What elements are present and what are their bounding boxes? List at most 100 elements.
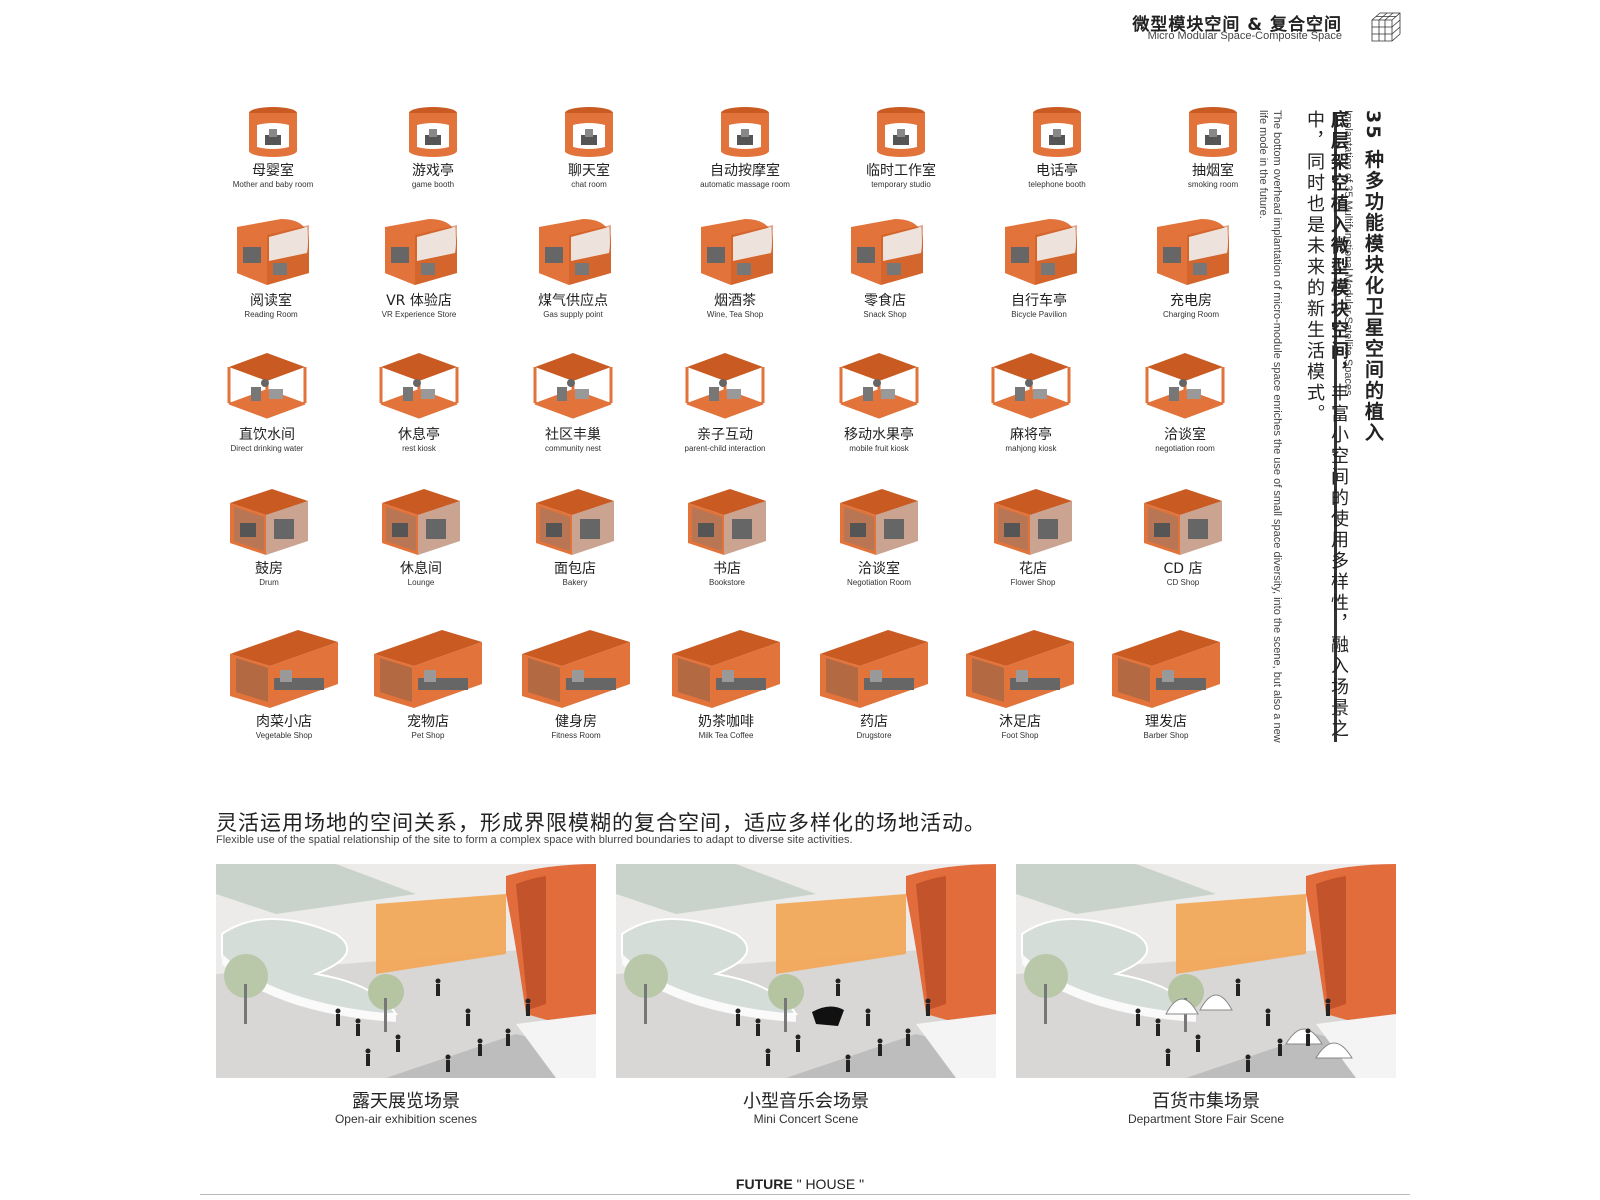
module-label-en: Snack Shop	[863, 310, 907, 319]
module-label-zh: 自动按摩室	[710, 163, 780, 179]
module-label-en: Flower Shop	[1010, 578, 1056, 587]
module-icon	[374, 349, 464, 425]
module-icon	[224, 485, 314, 559]
module-icon	[988, 485, 1078, 559]
scene-caption-en: Department Store Fair Scene	[1127, 1112, 1285, 1126]
module-label-zh: 休息亭	[398, 427, 440, 443]
header-subtitle: Micro Modular Space-Composite Space	[1147, 30, 1342, 42]
scene-caption-zh: 小型音乐会场景	[743, 1091, 869, 1112]
module-icon	[366, 626, 490, 712]
module-label-zh: 奶茶咖啡	[698, 714, 754, 730]
module-label-zh: 健身房	[555, 714, 597, 730]
module-label-en: smoking room	[1187, 180, 1239, 189]
module-icon	[680, 349, 770, 425]
side-title: 35 种多功能模块化卫星空间的植入	[1362, 110, 1384, 444]
scene-illustration	[616, 864, 996, 1078]
footer-divider	[200, 1194, 1410, 1195]
module-label-zh: 洽谈室	[1164, 427, 1206, 443]
module-icon	[856, 105, 946, 161]
module-icon	[228, 105, 318, 161]
side-subtitle: Implantation of 35 Multifunctional Modul…	[1342, 110, 1354, 396]
module-label-zh: 社区丰巢	[545, 427, 601, 443]
module-label-zh: 休息间	[400, 561, 442, 577]
module-label-en: Direct drinking water	[230, 444, 304, 453]
module-label-zh: 宠物店	[407, 714, 449, 730]
module-label-en: Bakery	[562, 578, 588, 587]
module-icon	[544, 105, 634, 161]
module-label-en: chat room	[571, 180, 607, 189]
module-label-en: temporary studio	[871, 180, 931, 189]
module-label-zh: 面包店	[554, 561, 596, 577]
module-label-en: Vegetable Shop	[255, 731, 313, 740]
module-label-zh: 沐足店	[999, 714, 1041, 730]
module-label-zh: 零食店	[864, 293, 906, 309]
module-label-zh: 电话亭	[1036, 163, 1078, 179]
side-body-bold: 底层架空植入微型模块空间，	[1328, 110, 1349, 383]
header-title: 微型模块空间 & 复合空间	[1132, 15, 1342, 35]
module-icon	[1146, 213, 1236, 291]
module-icon	[994, 213, 1084, 291]
module-label-zh: 麻将亭	[1010, 427, 1052, 443]
module-label-en: community nest	[544, 444, 602, 453]
module-label-en: Negotiation Room	[846, 578, 912, 587]
module-label-en: Mother and baby room	[232, 180, 314, 189]
module-label-zh: 花店	[1019, 561, 1047, 577]
module-icon	[664, 626, 788, 712]
scene-caption: 百货市集场景 Department Store Fair Scene	[1016, 1091, 1396, 1127]
module-label-zh: 抽烟室	[1192, 163, 1234, 179]
module-label-en: Drugstore	[856, 731, 892, 740]
module-label-en: Lounge	[407, 578, 435, 587]
module-label-en: Pet Shop	[411, 731, 445, 740]
cube-grid-icon	[1371, 12, 1401, 42]
scene-caption-en: Mini Concert Scene	[753, 1112, 859, 1126]
module-label-en: VR Experience Store	[381, 310, 457, 319]
module-icon	[374, 213, 464, 291]
module-icon	[528, 213, 618, 291]
module-label-zh: VR 体验店	[386, 293, 452, 309]
module-icon	[226, 213, 316, 291]
module-icon	[1140, 349, 1230, 425]
scene-caption: 露天展览场景 Open-air exhibition scenes	[216, 1091, 596, 1127]
module-icon	[1138, 485, 1228, 559]
module-label-zh: 烟酒茶	[714, 293, 756, 309]
module-icon	[700, 105, 790, 161]
module-label-zh: 书店	[713, 561, 741, 577]
module-icon	[388, 105, 478, 161]
scene-caption-zh: 百货市集场景	[1152, 1091, 1260, 1112]
module-label-zh: 移动水果亭	[844, 427, 914, 443]
module-label-zh: 理发店	[1145, 714, 1187, 730]
module-label-zh: 聊天室	[568, 163, 610, 179]
module-icon	[834, 349, 924, 425]
scene-caption-zh: 露天展览场景	[352, 1091, 460, 1112]
module-icon	[1104, 626, 1228, 712]
module-label-en: rest kiosk	[402, 444, 436, 453]
module-label-en: Charging Room	[1162, 310, 1220, 319]
scene-illustration	[1016, 864, 1396, 1078]
scene-illustration	[216, 864, 596, 1078]
footer-future: FUTURE	[735, 1176, 793, 1192]
module-label-en: Wine, Tea Shop	[706, 310, 764, 319]
module-label-en: CD Shop	[1166, 578, 1200, 587]
module-icon	[514, 626, 638, 712]
module-icon	[222, 626, 346, 712]
section-subtitle: Flexible use of the spatial relationship…	[216, 834, 853, 846]
module-icon	[528, 349, 618, 425]
section-title: 灵活运用场地的空间关系，形成界限模糊的复合空间，适应多样化的场地活动。	[216, 811, 986, 835]
